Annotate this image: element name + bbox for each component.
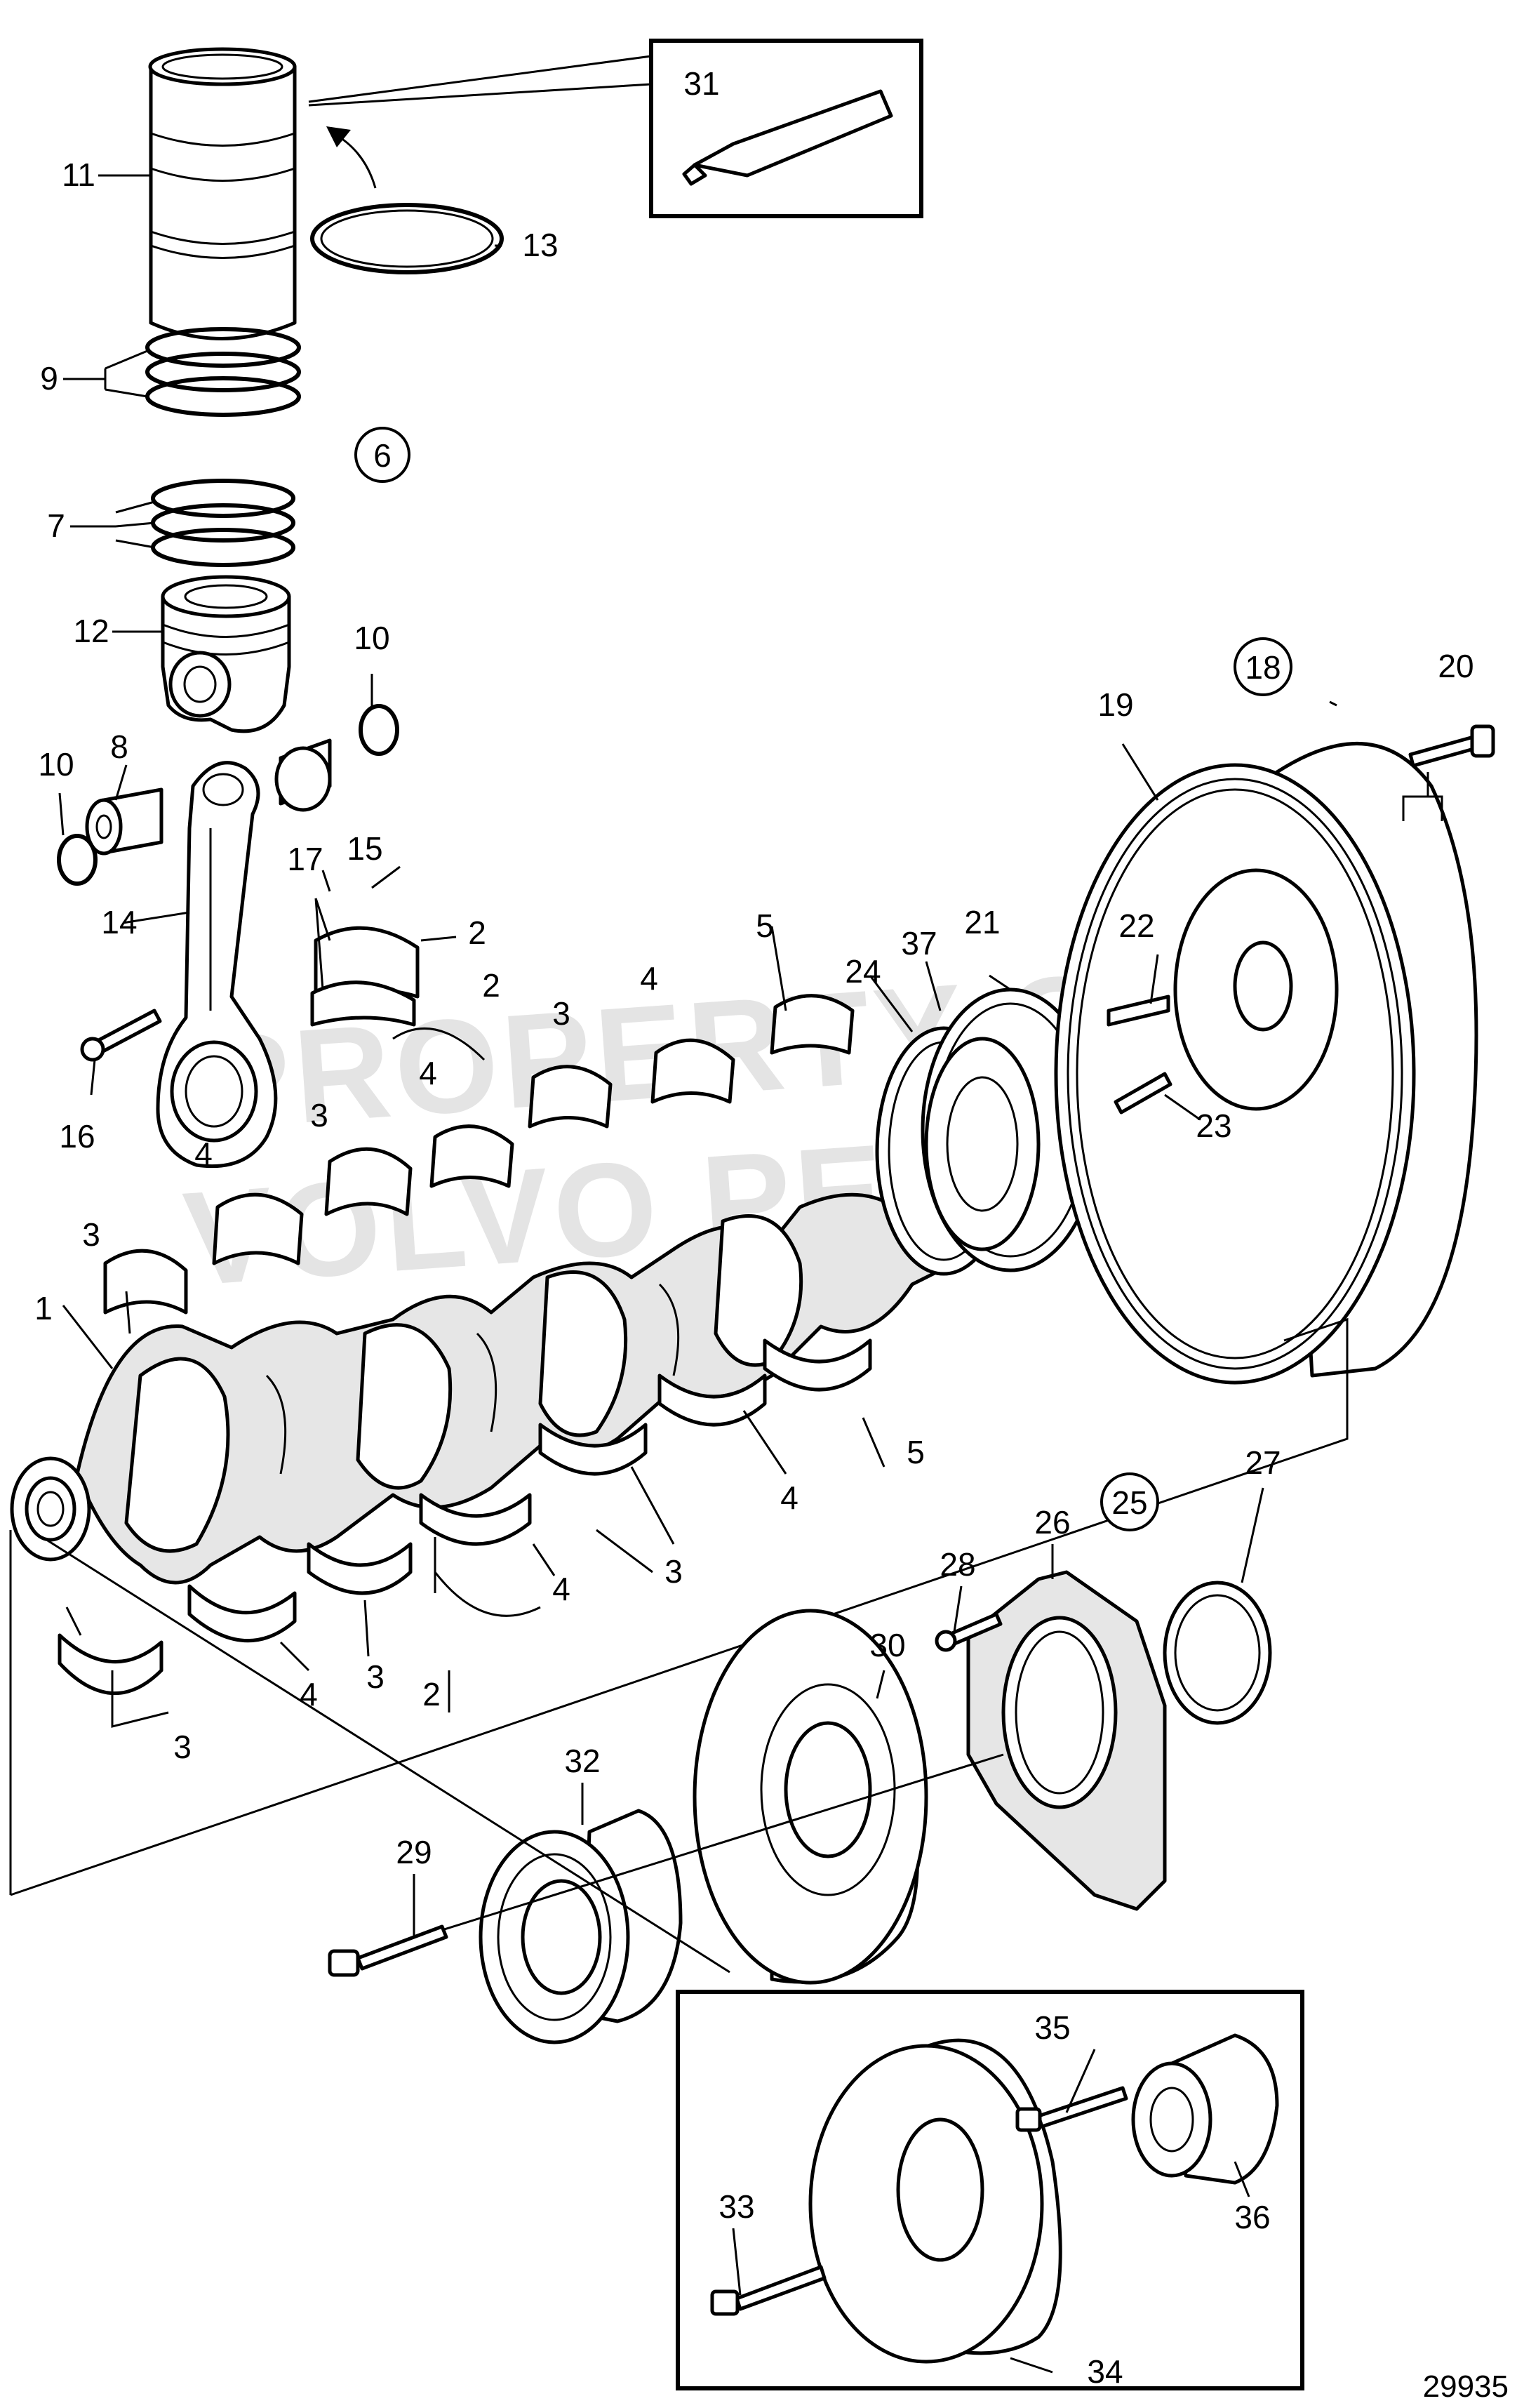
label-3: 3 [82,1216,100,1253]
label-3: 3 [552,995,570,1032]
dowel-pin [1107,995,1170,1027]
flywheel-screw [1114,1072,1172,1115]
crankshaft [10,1191,1013,1585]
circlip-left [57,834,98,886]
label-2: 2 [482,967,500,1004]
label-4: 4 [640,960,658,997]
piston-pin [85,787,163,856]
label-24: 24 [845,953,881,990]
flywheel-bolt [1408,735,1478,768]
label-10: 10 [354,620,389,656]
label-17: 17 [287,841,323,877]
label-34: 34 [1087,2353,1123,2390]
label-4: 4 [300,1676,318,1712]
label-25: 25 [1111,1484,1147,1521]
crankshaft-gear [921,987,1100,1272]
label-22: 22 [1118,907,1154,944]
piston-rings [151,479,295,567]
label-15: 15 [347,830,382,867]
o-ring-set [145,327,301,417]
label-23: 23 [1196,1107,1231,1144]
label-6: 6 [373,437,392,474]
label-4: 4 [552,1571,570,1607]
seal-ring [310,203,504,274]
label-5: 5 [907,1434,925,1470]
label-3: 3 [173,1729,192,1765]
label-1: 1 [34,1290,53,1326]
leader-lines [58,174,1337,2374]
lower-bearing-shells [58,1338,872,1695]
label-19: 19 [1097,686,1133,723]
cylinder-liner [148,47,297,340]
label-28: 28 [940,1546,975,1583]
label-8: 8 [110,729,128,765]
label-3: 3 [366,1658,385,1695]
part-labels: 31 11 13 9 6 7 12 10 10 8 15 17 2 2 14 1… [34,65,1473,2390]
label-4: 4 [419,1055,437,1091]
label-3: 3 [664,1553,683,1590]
label-20: 20 [1438,648,1473,684]
pulley [479,1809,683,2044]
label-13: 13 [522,227,558,263]
connecting-rod [156,761,278,1169]
label-5: 5 [756,907,774,944]
label-4: 4 [194,1136,213,1172]
label-27: 27 [1245,1444,1281,1481]
ref-circle-18 [1234,637,1292,696]
label-35: 35 [1034,2009,1070,2046]
label-12: 12 [73,613,109,649]
circlip-right [359,704,399,756]
piston [161,575,291,733]
pulley-bolt [356,1924,448,1971]
label-31: 31 [683,65,719,102]
label-7: 7 [47,507,65,544]
label-14: 14 [101,904,137,940]
label-26: 26 [1034,1504,1070,1541]
label-29: 29 [396,1834,432,1870]
label-30: 30 [869,1627,905,1663]
ref-circle-25 [1100,1472,1159,1531]
label-32: 32 [564,1743,600,1779]
label-3: 3 [310,1097,328,1133]
label-2: 2 [422,1676,441,1712]
figure-number: 29935 [1423,2369,1509,2404]
alternative-damper-box [676,1990,1304,2390]
label-18: 18 [1245,649,1281,686]
bushing [274,738,332,812]
label-36: 36 [1234,2199,1270,2235]
label-9: 9 [40,360,58,397]
label-2: 2 [468,914,486,951]
vibration-damper [693,1609,928,1985]
label-11: 11 [62,157,95,193]
label-33: 33 [719,2188,754,2225]
flywheel [1054,742,1478,1385]
label-21: 21 [964,904,1000,940]
sealant-box [308,39,923,218]
upper-bearing-shells [103,926,855,1315]
label-4: 4 [780,1479,798,1516]
ref-circle-6 [354,427,410,483]
label-37: 37 [901,925,937,962]
label-16: 16 [59,1118,95,1155]
subassembly-frame [9,1317,1349,1896]
label-10: 10 [38,746,74,783]
rear-cover [966,1570,1167,1911]
rear-seal [1163,1581,1272,1725]
